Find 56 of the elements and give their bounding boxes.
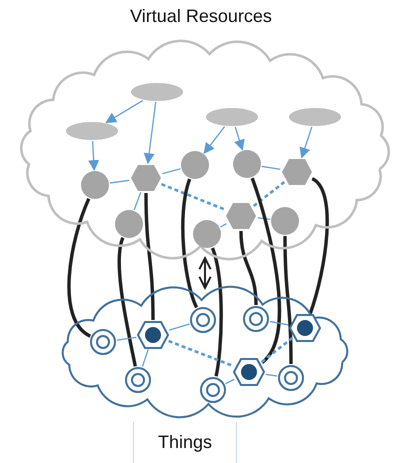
circle-shape (233, 150, 261, 178)
connector-line (262, 166, 280, 170)
circle-shape (193, 220, 221, 248)
connector-line (67, 198, 92, 338)
double-arrow (198, 257, 212, 289)
connector-line (225, 378, 234, 384)
ring-shape (278, 365, 304, 391)
connector-line (266, 374, 278, 377)
hexagon-shape (289, 314, 321, 342)
connector-line (258, 217, 270, 220)
hexagon-shape (233, 358, 265, 386)
ring-shape (90, 329, 116, 355)
connector-line (283, 236, 293, 364)
ring-shape (190, 307, 216, 333)
connector-line (308, 177, 329, 314)
connector-line (250, 178, 282, 364)
dashed-line (168, 340, 234, 368)
cloud-title: Virtual Resources (129, 6, 273, 27)
arrow (300, 126, 312, 159)
connector-line (270, 320, 288, 326)
circle-shape (81, 171, 109, 199)
arrow (105, 100, 144, 124)
ring-shape (243, 306, 269, 332)
connector-line (142, 349, 149, 367)
ring-shape (200, 377, 226, 403)
connector-line (239, 230, 258, 306)
oval-shape (131, 83, 183, 101)
connector-line (134, 192, 142, 210)
oval-shape (206, 108, 258, 126)
hexagon-shape (225, 202, 257, 230)
connector-line (116, 336, 136, 341)
connector-line (210, 247, 223, 377)
arrow (88, 140, 100, 172)
circle-shape (271, 207, 299, 235)
circle-shape (115, 210, 143, 238)
arrow (144, 102, 156, 164)
hexagon-shape (137, 321, 169, 349)
dashed-line (161, 183, 226, 211)
connector-line (118, 237, 137, 367)
arrow (234, 126, 245, 151)
connector-line (168, 323, 190, 331)
oval-shape (66, 122, 118, 140)
circle-shape (181, 151, 209, 179)
hexagon-shape (130, 164, 162, 192)
arrow (204, 126, 226, 154)
ring-shape (125, 367, 151, 393)
connector-line (110, 180, 130, 184)
dashed-line (260, 336, 294, 364)
cloud-title: Things (133, 422, 237, 463)
oval-shape (289, 108, 341, 126)
connector-line (181, 178, 198, 308)
connector-line (162, 168, 181, 174)
dashed-line (252, 180, 286, 208)
connector-line (220, 223, 227, 228)
hexagon-shape (281, 158, 313, 186)
connector-line (144, 192, 155, 320)
